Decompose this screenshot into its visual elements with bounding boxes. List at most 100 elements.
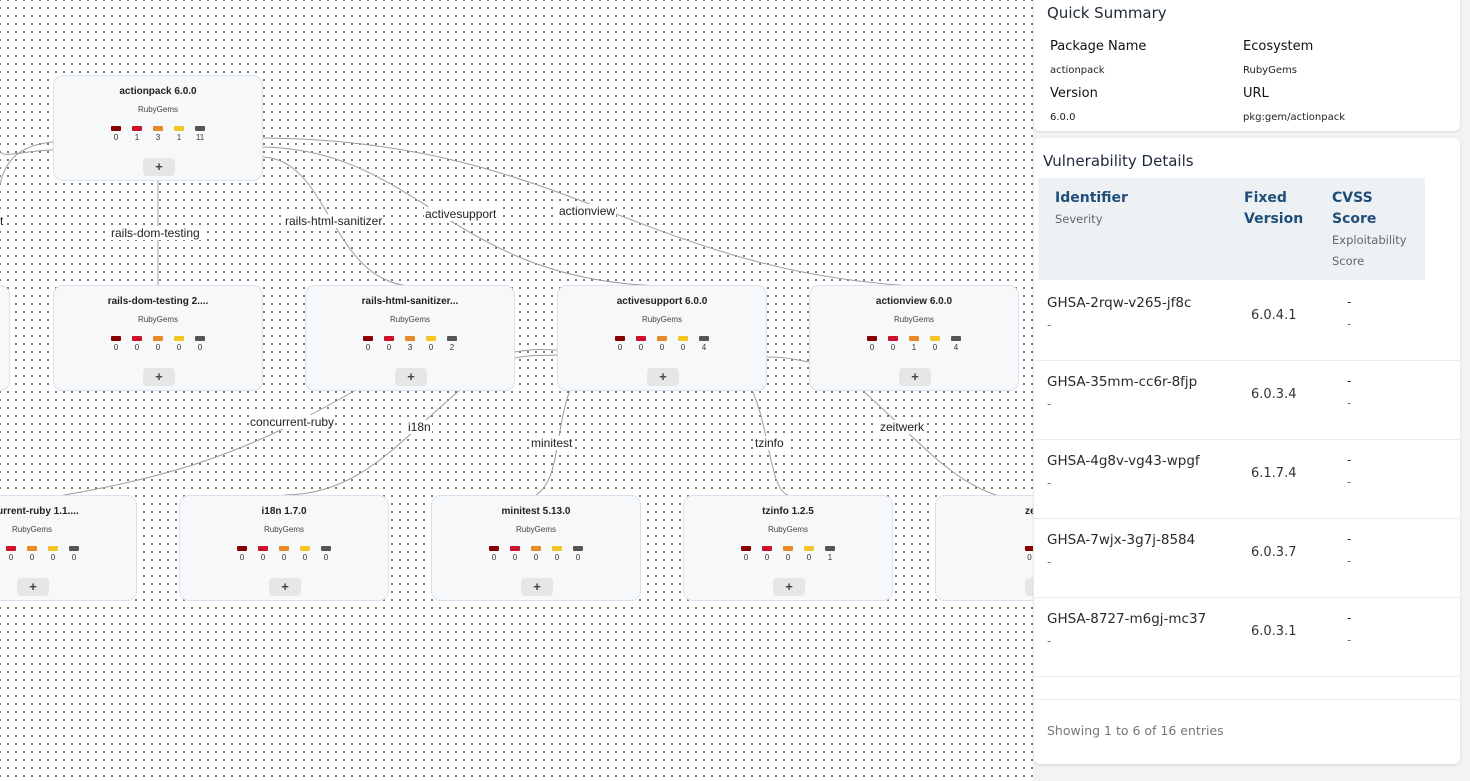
severity-color-swatch: [153, 336, 163, 341]
vulnerability-id[interactable]: GHSA-4g8v-vg43-wpgf: [1047, 453, 1200, 469]
edge-label-actionview: actionview: [558, 204, 617, 218]
severity-count-item: 0: [1, 546, 22, 562]
th-fixed-version[interactable]: Version: [1244, 211, 1304, 227]
expand-node-button[interactable]: +: [269, 578, 301, 596]
expand-node-button[interactable]: +: [143, 158, 175, 176]
edge-zeitwerk: [861, 389, 1033, 505]
severity-count: 11: [195, 133, 205, 142]
severity-color-swatch: [69, 546, 79, 551]
severity-count-item: 1: [820, 546, 841, 562]
severity-count: 0: [155, 343, 161, 352]
severity-count-item: 0: [127, 336, 148, 352]
severity-count: 0: [785, 553, 791, 562]
severity-color-swatch: [930, 336, 940, 341]
severity-count-item: 0: [568, 546, 589, 562]
vulnerability-row[interactable]: GHSA-4g8v-vg43-wpgf-6.1.7.4--: [1034, 440, 1460, 519]
severity-color-swatch: [804, 546, 814, 551]
severity-color-swatch: [300, 546, 310, 551]
vulnerability-id[interactable]: GHSA-8727-m6gj-mc37: [1047, 611, 1207, 627]
vulnerability-severity: -: [1047, 476, 1052, 490]
severity-count: 0: [113, 343, 119, 352]
severity-color-swatch: [111, 126, 121, 131]
severity-color-swatch: [153, 126, 163, 131]
severity-count-item: 0: [547, 546, 568, 562]
severity-count-item: 0: [106, 126, 127, 142]
th-fixed[interactable]: Fixed: [1244, 190, 1287, 206]
node-ecosystem: RubyGems: [263, 525, 304, 534]
edge-label-rails-html-sanitizer: rails-html-sanitizer: [284, 214, 384, 228]
severity-color-swatch: [678, 336, 688, 341]
severity-count: 0: [659, 343, 665, 352]
severity-color-swatch: [762, 546, 772, 551]
severity-count-item: 0: [484, 546, 505, 562]
version-value: 6.0.0: [1050, 112, 1076, 123]
severity-counts: 00: [936, 546, 1033, 562]
severity-count: 3: [155, 133, 161, 142]
th-cvss[interactable]: CVSS: [1332, 190, 1373, 206]
edge-sanitizer-activesupport: [514, 349, 558, 353]
severity-count-item: 2: [442, 336, 463, 352]
url-value: pkg:gem/actionpack: [1243, 112, 1346, 123]
expand-node-button[interactable]: +: [647, 368, 679, 386]
expand-node-button[interactable]: +: [1025, 578, 1033, 596]
severity-color-swatch: [573, 546, 583, 551]
severity-count-item: 0: [190, 336, 211, 352]
expand-node-button[interactable]: +: [773, 578, 805, 596]
severity-count-item: 0: [652, 336, 673, 352]
vulnerability-row[interactable]: GHSA-7wjx-3g7j-8584-6.0.3.7--: [1034, 519, 1460, 598]
vulnerability-row[interactable]: GHSA-2rqw-v265-jf8c-6.0.4.1--: [1034, 282, 1460, 361]
vulnerability-id[interactable]: GHSA-35mm-cc6r-8fjp: [1047, 374, 1198, 390]
edge-tzinfo: [751, 389, 789, 496]
dependency-graph-canvas[interactable]: t rails-dom-testing rails-html-sanitizer…: [0, 0, 1033, 781]
node-title: minitest 5.13.0: [501, 506, 571, 517]
severity-color-swatch: [321, 546, 331, 551]
expand-node-button[interactable]: +: [143, 368, 175, 386]
severity-count: 4: [701, 343, 707, 352]
vulnerability-id[interactable]: GHSA-7wjx-3g7j-8584: [1047, 532, 1196, 548]
severity-count: 0: [113, 133, 119, 142]
severity-count-item: 0: [673, 336, 694, 352]
vulnerability-id[interactable]: GHSA-2rqw-v265-jf8c: [1047, 295, 1192, 311]
severity-color-swatch: [699, 336, 709, 341]
severity-color-swatch: [510, 546, 520, 551]
fixed-version: 6.0.3.7: [1251, 545, 1297, 560]
expand-node-button[interactable]: +: [17, 578, 49, 596]
vulnerability-row[interactable]: GHSA-35mm-cc6r-8fjp-6.0.3.4--: [1034, 361, 1460, 440]
severity-count: 0: [365, 343, 371, 352]
severity-count-item: 1: [904, 336, 925, 352]
severity-color-swatch: [636, 336, 646, 341]
severity-count-item: 0: [736, 546, 757, 562]
graph-node-partial-left[interactable]: [0, 285, 10, 391]
th-cvss-score[interactable]: Score: [1332, 211, 1377, 227]
edge-label-i18n: i18n: [407, 420, 432, 434]
expand-node-button[interactable]: +: [395, 368, 427, 386]
vulnerability-row[interactable]: GHSA-8727-m6gj-mc37-6.0.3.1--: [1034, 598, 1460, 677]
severity-color-swatch: [783, 546, 793, 551]
severity-color-swatch: [174, 336, 184, 341]
expand-node-button[interactable]: +: [521, 578, 553, 596]
expand-node-button[interactable]: +: [899, 368, 931, 386]
vulnerability-severity: -: [1047, 397, 1052, 411]
exploitability-score: -: [1347, 475, 1352, 489]
node-title: tzinfo 1.2.5: [762, 506, 814, 517]
severity-color-swatch: [447, 336, 457, 341]
th-identifier[interactable]: Identifier: [1055, 190, 1128, 206]
edge-minitest: [535, 389, 571, 496]
severity-color-swatch: [1024, 546, 1033, 551]
node-ecosystem: RubyGems: [11, 525, 52, 534]
graph-node-zeitwerk[interactable]: zeitweRub00+: [935, 495, 1033, 601]
severity-count: 0: [533, 553, 539, 562]
cvss-score: -: [1347, 453, 1352, 467]
